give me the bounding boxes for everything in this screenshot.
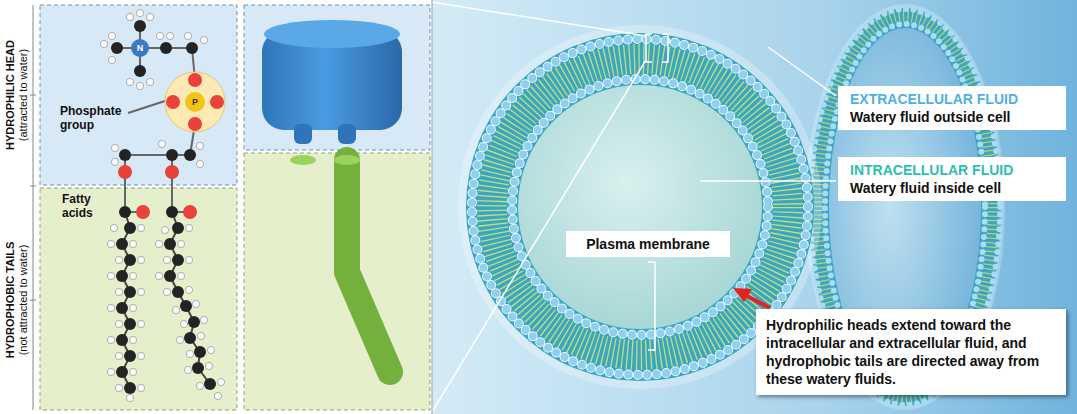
box-text: Watery fluid outside cell [850, 108, 1054, 126]
atom-symbol: N [137, 43, 144, 53]
box-heading: Plasma membrane [574, 235, 722, 253]
axis-label: HYDROPHOBIC TAILS [4, 242, 16, 359]
fluid-box: EXTRACELLULAR FLUIDWatery fluid outside … [838, 86, 1066, 130]
axis-label: (attracted to water) [17, 49, 29, 141]
part-label: Fatty acids [62, 192, 112, 220]
membrane-label-box: Plasma membrane [566, 231, 730, 257]
axis-label: HYDROPHILIC HEAD [4, 40, 16, 150]
fluid-box: INTRACELLULAR FLUIDWatery fluid inside c… [838, 157, 1066, 201]
note-box: Hydrophilic heads extend toward the intr… [756, 309, 1066, 395]
box-heading: EXTRACELLULAR FLUID [850, 90, 1054, 108]
box-heading: INTRACELLULAR FLUID [850, 161, 1054, 179]
box-text: Watery fluid inside cell [850, 179, 1054, 197]
box-heading: Hydrophilic heads extend toward the intr… [766, 316, 1056, 388]
part-label: Phosphate group [60, 104, 126, 132]
axis-label: (not attracted to water) [17, 245, 29, 356]
atom-symbol: P [192, 97, 198, 107]
